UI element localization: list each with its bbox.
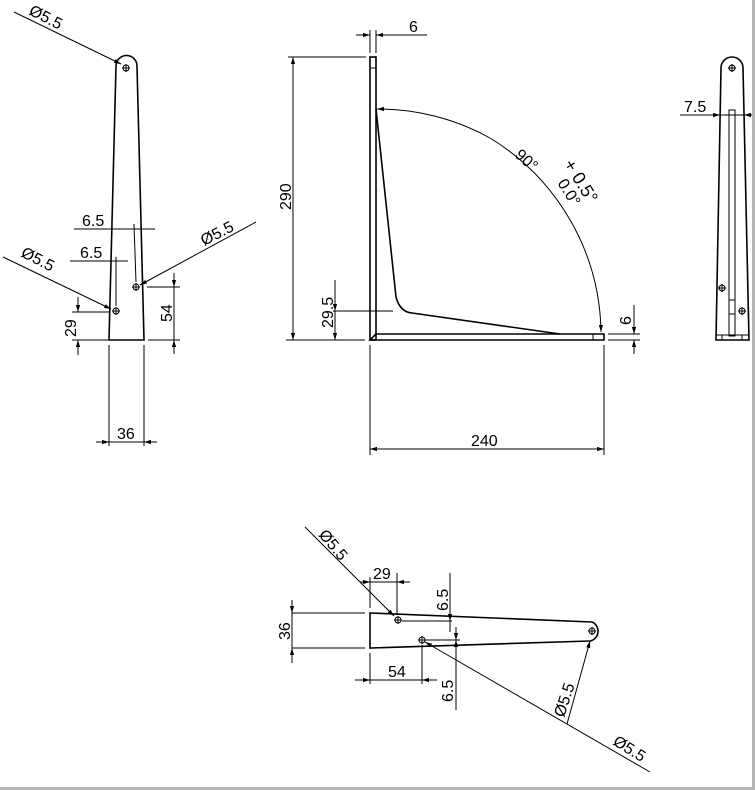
dim-offset-lower: 6.5 [80,245,102,262]
hole-marker [738,307,746,315]
dim-offset-upper: 6.5 [82,213,104,230]
dim-hole-b: Ø5.5 [610,733,649,766]
dim-angle: 90° [511,146,540,175]
hole-marker [112,307,120,315]
hole-marker [132,283,140,291]
dim-height-290: 290 [278,183,295,210]
dim-54: 54 [388,664,406,681]
hole-marker [588,627,596,635]
end-view-outline [715,56,750,341]
dim-top-hole: Ø5.5 [26,2,65,33]
hole-marker [418,636,426,644]
leader-line [13,11,122,65]
dim-width-36: 36 [277,622,294,640]
dim-offset-upper: 6.5 [435,589,452,611]
side-view-outline [108,54,145,341]
hole-marker [728,64,736,72]
front-view: 6 290 90° + 0.5° 0.0° 29.5 6 240 [278,19,640,455]
extension-line [133,223,137,283]
dim-29: 29 [373,566,391,583]
gusset [375,108,561,335]
side-view: Ø5.5 6.5 6.5 Ø5.5 Ø5.5 29 54 36 [2,2,257,446]
dim-hole-a: Ø5.5 [315,527,350,565]
leader-line [2,256,112,310]
dim-thickness-top: 6 [409,19,418,36]
top-view-outline [369,612,599,649]
horizontal-plate [368,333,605,341]
vertical-plate [369,56,377,341]
dim-height-29: 29 [63,319,80,337]
hole-marker [718,284,726,292]
dim-height-54: 54 [159,304,176,322]
top-view: 36 29 54 6.5 6.5 Ø5.5 Ø5.5 Ø5.5 [277,527,651,773]
end-view: 7.5 [680,56,752,341]
dim-length-240: 240 [471,433,498,450]
dim-hole-left: Ø5.5 [18,244,57,275]
angle-arc [376,106,491,139]
hole-marker [394,616,402,624]
dim-hole-right: Ø5.5 [198,219,237,250]
dim-width-36: 36 [117,426,135,443]
dim-gusset-height: 29.5 [320,297,337,328]
dim-thickness-right: 6 [618,316,635,325]
dim-width-7-5: 7.5 [684,99,706,116]
hole-marker [122,64,130,72]
dim-hole-end: Ø5.5 [552,681,579,719]
dim-offset-lower: 6.5 [440,680,457,702]
leader-line [139,221,257,286]
